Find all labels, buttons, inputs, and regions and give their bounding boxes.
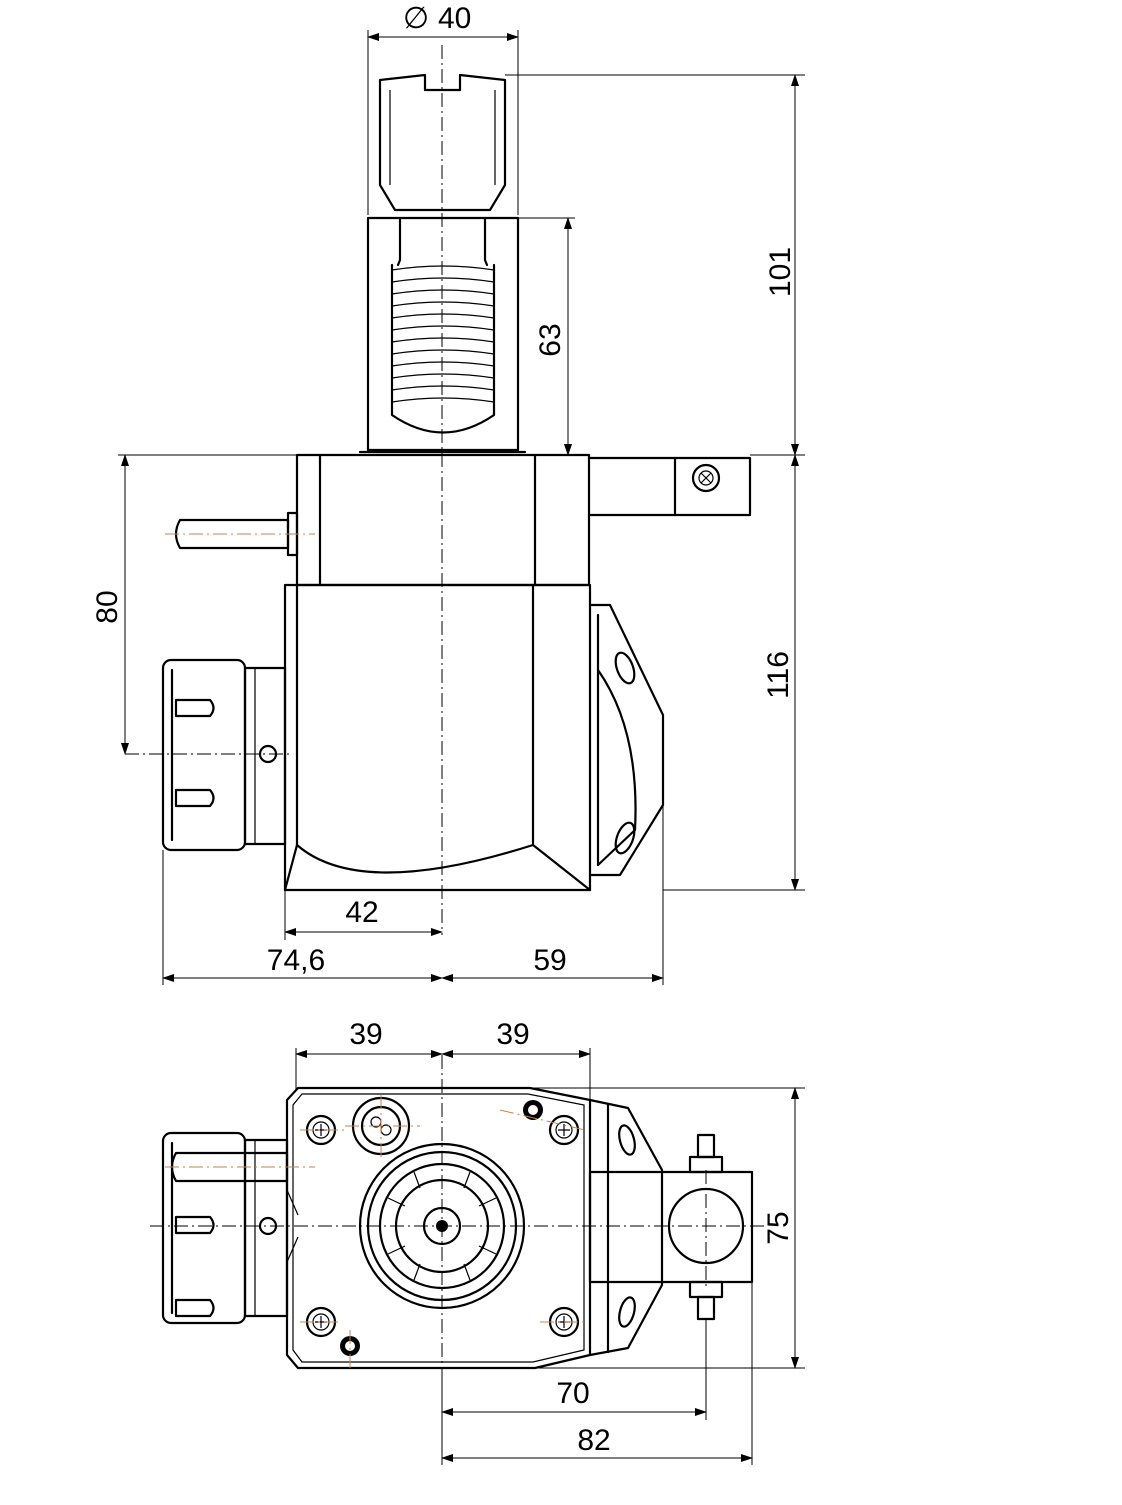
threaded-stem bbox=[358, 216, 527, 454]
side-view bbox=[125, 45, 752, 935]
dim-75: 75 bbox=[762, 1211, 795, 1244]
clamp-arm bbox=[587, 456, 752, 517]
dowel-pins bbox=[340, 1100, 543, 1356]
dim-70: 70 bbox=[556, 1377, 589, 1410]
collet-nut-top bbox=[161, 1131, 299, 1325]
dim-116: 116 bbox=[762, 651, 795, 699]
top-right-flange bbox=[588, 1098, 664, 1357]
top-view-dimensions: 39 39 75 70 82 bbox=[295, 1018, 805, 1465]
dim-diameter-symbol: ∅ bbox=[403, 2, 429, 35]
dim-39-left: 39 bbox=[349, 1018, 382, 1051]
dim-63: 63 bbox=[534, 323, 567, 356]
dim-74-6: 74,6 bbox=[267, 944, 325, 977]
dim-82: 82 bbox=[577, 1424, 610, 1457]
dim-40: 40 bbox=[438, 2, 471, 35]
side-view-dimensions: ∅ 40 101 63 80 116 42 74,6 59 bbox=[91, 2, 805, 985]
dim-101: 101 bbox=[764, 247, 797, 297]
dim-59: 59 bbox=[533, 944, 566, 977]
collet-nut-side bbox=[161, 658, 287, 852]
bolt-top-right bbox=[548, 1114, 580, 1146]
upper-body bbox=[295, 453, 591, 587]
dim-80: 80 bbox=[91, 590, 124, 623]
top-view bbox=[150, 1055, 765, 1385]
top-clamp-arm bbox=[588, 1133, 754, 1321]
dim-39-right: 39 bbox=[496, 1018, 529, 1051]
shank-head bbox=[378, 73, 507, 212]
dim-42: 42 bbox=[345, 896, 378, 929]
right-flange bbox=[588, 603, 665, 877]
lower-body bbox=[283, 583, 592, 892]
